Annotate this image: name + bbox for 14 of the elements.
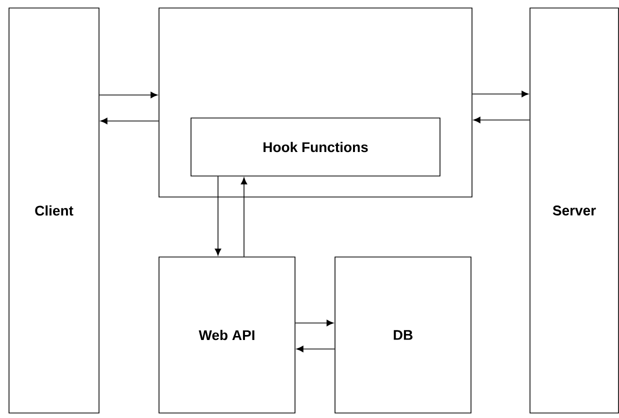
server-box: Server: [530, 8, 619, 414]
api-box: Web API: [158, 256, 296, 414]
arrow: [214, 176, 222, 256]
arrow: [240, 177, 248, 257]
arrow: [296, 346, 335, 352]
arrow: [473, 116, 530, 124]
arrow: [100, 118, 159, 124]
arrow: [295, 320, 334, 326]
client-box: Client: [8, 8, 100, 414]
hook-box: Hook Functions: [190, 118, 440, 176]
database-box: DB: [334, 256, 472, 414]
arrow: [472, 90, 529, 98]
arrow: [99, 92, 158, 98]
proxy-box: [158, 8, 472, 198]
